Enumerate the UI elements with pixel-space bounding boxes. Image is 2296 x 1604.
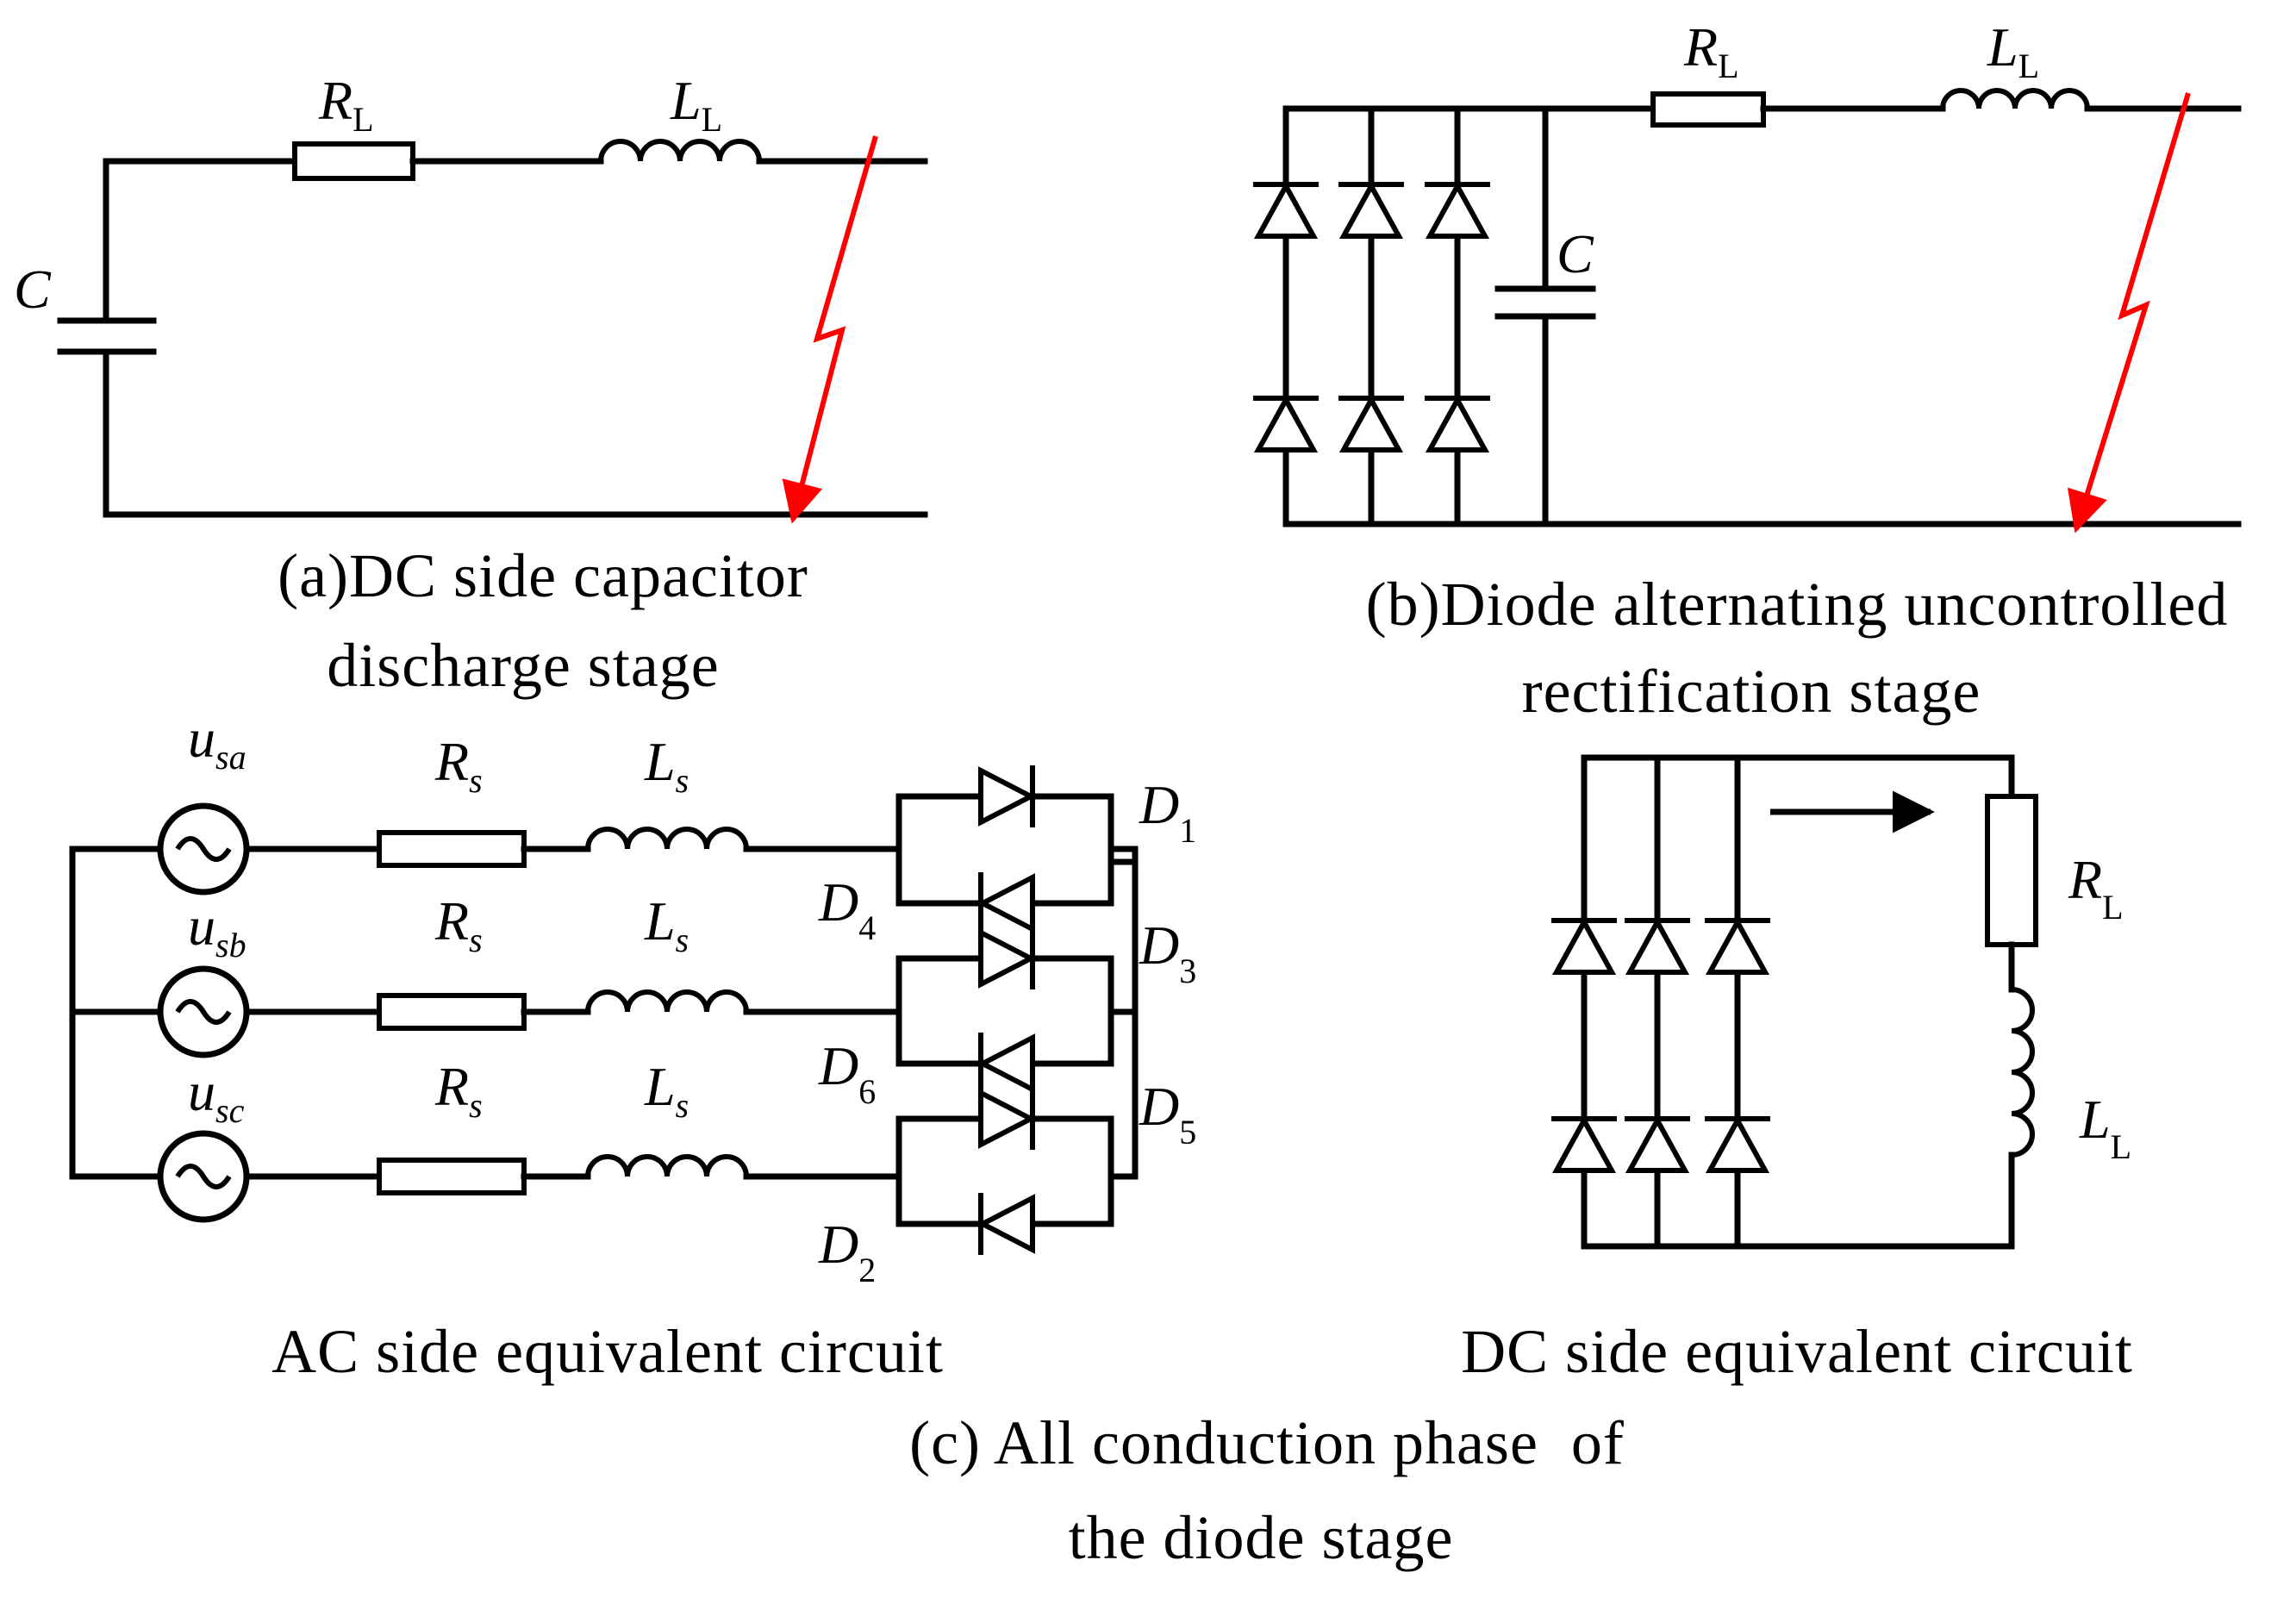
- caption-b-line2: rectification stage: [1522, 657, 1981, 726]
- label-inductor-Ls: Ls: [644, 731, 689, 800]
- diode: [1705, 921, 1770, 972]
- capacitor: [57, 317, 157, 355]
- inductor: [598, 139, 762, 162]
- label-inductor-LL: LL: [2079, 1089, 2131, 1166]
- panel-a-circuit: C RL LL: [14, 70, 928, 524]
- diode: [1338, 398, 1404, 450]
- diode: [1425, 398, 1490, 450]
- diode: [1625, 921, 1690, 972]
- diode: [1338, 184, 1404, 236]
- label-inductor-LL: LL: [670, 70, 722, 139]
- diode-D6: [981, 1033, 1033, 1095]
- ac-source-icon: [157, 1130, 250, 1223]
- caption-c-line1: (c) All conduction phase of: [909, 1408, 1625, 1477]
- resistor: [377, 1158, 527, 1195]
- label-inductor-LL: LL: [1987, 16, 2039, 85]
- label-source-usc: usc: [188, 1061, 245, 1130]
- label-resistor-RL: RL: [318, 70, 374, 139]
- label-D5: D5: [1139, 1076, 1196, 1152]
- ac-source-icon: [157, 802, 250, 896]
- diode: [1625, 1119, 1690, 1170]
- resistor: [1650, 91, 1766, 128]
- resistor: [377, 993, 527, 1031]
- diode: [1705, 1119, 1770, 1170]
- inductor: [585, 1154, 749, 1177]
- inductor: [585, 827, 749, 850]
- label-D4: D4: [818, 871, 876, 947]
- label-D1: D1: [1139, 774, 1196, 850]
- label-capacitor-C: C: [14, 259, 52, 320]
- diode-D5: [981, 1088, 1033, 1150]
- diode-D4: [981, 872, 1033, 934]
- diode-D1: [981, 765, 1033, 827]
- caption-b-line1: (b)Diode alternating uncontrolled: [1366, 570, 2229, 639]
- label-resistor-RL: RL: [2068, 849, 2124, 927]
- label-source-usa: usa: [188, 708, 246, 777]
- label-D6: D6: [818, 1035, 876, 1111]
- diode: [1551, 921, 1617, 972]
- resistor: [1985, 794, 2038, 947]
- caption-c-line2: the diode stage: [1069, 1503, 1454, 1572]
- inductor: [2011, 987, 2035, 1158]
- caption-a-line2: discharge stage: [327, 631, 720, 700]
- ac-source-icon: [157, 965, 250, 1058]
- inductor: [585, 989, 749, 1013]
- resistor: [377, 830, 527, 868]
- label-inductor-Ls: Ls: [644, 890, 689, 959]
- caption-c-ac: AC side equivalent circuit: [271, 1317, 944, 1386]
- label-source-usb: usb: [188, 896, 246, 964]
- resistor: [292, 141, 415, 181]
- fault-arrow: [2067, 92, 2191, 534]
- inductor: [1940, 88, 2090, 109]
- panel-b-circuit: C RL LL: [1253, 16, 2242, 534]
- caption-c-dc: DC side equivalent circuit: [1461, 1317, 2133, 1386]
- label-resistor-Rs: Rs: [434, 731, 483, 800]
- label-resistor-Rs: Rs: [434, 890, 483, 959]
- panel-c-dc-circuit: RL LL: [1551, 754, 2131, 1250]
- label-inductor-Ls: Ls: [644, 1056, 689, 1125]
- phase-row-b: [69, 965, 902, 1058]
- label-D2: D2: [818, 1214, 876, 1289]
- diode: [1551, 1119, 1617, 1170]
- fault-arrow: [782, 135, 878, 524]
- diode: [1253, 398, 1319, 450]
- label-D3: D3: [1139, 914, 1196, 990]
- panel-c-ac-circuit: usa usb usc Rs Ls Rs Ls Rs Ls D1: [69, 708, 1196, 1289]
- phase-row-a: [69, 802, 902, 896]
- capacitor: [1494, 285, 1596, 320]
- label-resistor-Rs: Rs: [434, 1056, 483, 1125]
- diode-D2: [981, 1193, 1033, 1255]
- caption-a-line1: (a)DC side capacitor: [278, 541, 808, 610]
- diode: [1253, 184, 1319, 236]
- label-capacitor-C: C: [1557, 223, 1594, 284]
- phase-row-c: [69, 1130, 902, 1223]
- diode-D3: [981, 927, 1033, 989]
- label-resistor-RL: RL: [1683, 16, 1739, 85]
- diode: [1425, 184, 1490, 236]
- diode-bridge: [895, 765, 1139, 1255]
